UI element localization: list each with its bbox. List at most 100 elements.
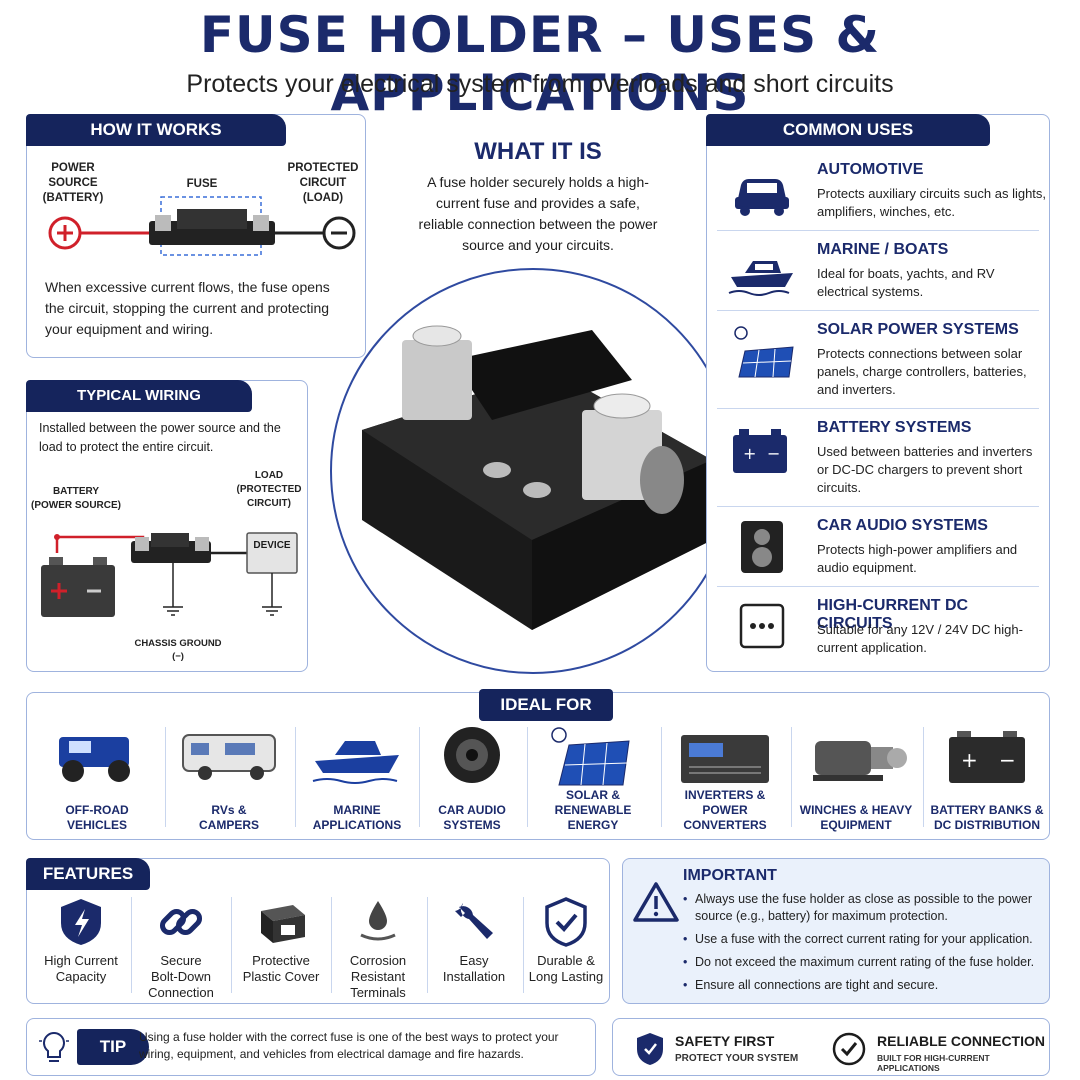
boat-icon (728, 261, 793, 296)
common-uses-tab: COMMON USES (706, 114, 990, 146)
svg-text:−: − (767, 444, 780, 463)
feature-item: High Current Capacity (35, 895, 127, 1005)
lightbulb-icon (39, 1031, 69, 1062)
ideal-item: WINCHES & HEAVY EQUIPMENT (793, 723, 919, 833)
device-label: DEVICE (253, 540, 291, 551)
wiring-example-text: Installed between the power source and t… (39, 421, 281, 454)
chain-link-icon (159, 908, 203, 936)
list-item: + − BATTERY SYSTEMS Used between batteri… (717, 411, 1039, 507)
chassis-ground-label: CHASSIS GROUND (−) (134, 638, 222, 662)
how-it-works-panel: HOW IT WORKS POWER SOURCE (BATTERY) FUSE… (26, 114, 366, 358)
ideal-label: RVs & CAMPERS (198, 803, 259, 832)
ideal-label: WINCHES & HEAVY EQUIPMENT (799, 803, 913, 832)
use-description: Protects high-power amplifiers and audio… (817, 542, 1018, 575)
ideal-item: + − BATTERY BANKS & DC DISTRIBUTION (925, 723, 1049, 833)
feature-label: Secure Bolt-Down Connection (148, 953, 214, 1000)
use-title: BATTERY SYSTEMS (817, 419, 972, 436)
important-item: Do not exceed the maximum current rating… (683, 954, 1063, 971)
ideal-item: INVERTERS & POWER CONVERTERS (663, 723, 787, 833)
wiring-diagram (41, 532, 298, 617)
feature-item: Protective Plastic Cover (235, 895, 327, 1005)
common-uses-panel: COMMON USES AUTOMOTIVE Protects auxiliar… (706, 114, 1050, 672)
what-it-is-text: A fuse holder securely holds a high-curr… (418, 174, 658, 253)
divider (427, 897, 428, 993)
safety-first-title: SAFETY FIRST (675, 1033, 775, 1049)
features-panel: FEATURES High Current Capacity Secure Bo… (26, 858, 610, 1004)
ideal-label: OFF-ROAD VEHICLES (65, 803, 129, 832)
feature-label: Protective Plastic Cover (242, 953, 320, 984)
divider (791, 727, 792, 827)
wrench-icon (455, 903, 493, 939)
feature-item: Durable & Long Lasting (521, 895, 611, 1005)
ideal-label: SOLAR & RENEWABLE ENERGY (554, 788, 632, 832)
wiring-example-tab: TYPICAL WIRING EXAMPLE (26, 380, 252, 436)
svg-text:+: + (743, 444, 756, 463)
ideal-label: BATTERY BANKS & DC DISTRIBUTION (930, 803, 1044, 832)
footer-badges-panel: SAFETY FIRST PROTECT YOUR SYSTEM RELIABL… (612, 1018, 1050, 1076)
ideal-item: CAR AUDIO SYSTEMS (423, 723, 521, 833)
divider (419, 727, 420, 827)
divider (165, 727, 166, 827)
divider (527, 727, 528, 827)
divider (661, 727, 662, 827)
how-it-works-tab: HOW IT WORKS (26, 114, 286, 146)
how-it-works-text: When excessive current flows, the fuse o… (45, 279, 330, 337)
lightning-shield-icon (61, 899, 101, 945)
important-heading: IMPORTANT (683, 867, 777, 884)
list-item: CAR AUDIO SYSTEMS Protects high-power am… (717, 509, 1039, 587)
important-item: Always use the fuse holder as close as p… (683, 891, 1063, 925)
warning-icon (633, 882, 679, 922)
ideal-label: INVERTERS & POWER CONVERTERS (683, 788, 767, 832)
list-item: HIGH-CURRENT DC CIRCUITS Suitable for an… (717, 589, 1039, 667)
divider (231, 897, 232, 993)
use-description: Ideal for boats, yachts, and RV electric… (817, 266, 995, 299)
jeep-icon (59, 737, 130, 782)
divider (131, 897, 132, 993)
inverter-icon (681, 735, 769, 783)
feature-item: Corrosion Resistant Terminals (333, 895, 423, 1005)
divider (295, 727, 296, 827)
ideal-item: MARINE APPLICATIONS (299, 723, 415, 833)
important-panel: IMPORTANT Always use the fuse holder as … (622, 858, 1050, 1004)
tip-text: Using a fuse holder with the correct fus… (139, 1030, 559, 1061)
fuse-label: FUSE (186, 178, 218, 190)
svg-text:−: − (999, 748, 1016, 772)
use-description: Used between batteries and inverters or … (817, 444, 1033, 495)
speaker-icon (741, 521, 783, 573)
divider (523, 897, 524, 993)
use-description: Suitable for any 12V / 24V DC high-curre… (817, 622, 1023, 655)
boat-icon (312, 741, 399, 784)
solar-panel-icon (734, 326, 794, 378)
important-list: Always use the fuse holder as close as p… (683, 891, 1063, 1000)
battery-icon: + − (733, 429, 787, 473)
ideal-item: SOLAR & RENEWABLE ENERGY (529, 723, 657, 833)
what-it-is-heading: WHAT IT IS (474, 138, 602, 165)
reliable-connection-title: RELIABLE CONNECTION (877, 1033, 1045, 1049)
battery-label: BATTERY (POWER SOURCE) (31, 486, 121, 511)
wiring-example-panel: TYPICAL WIRING EXAMPLE Installed between… (26, 380, 308, 672)
solar-panel-icon (551, 727, 630, 786)
power-source-label: POWER SOURCE (BATTERY) (42, 162, 104, 204)
feature-label: High Current Capacity (44, 953, 118, 984)
rv-icon (182, 734, 276, 780)
winch-icon (813, 741, 907, 781)
safety-first-subtitle: PROTECT YOUR SYSTEM (675, 1053, 799, 1064)
tip-panel: TIP Using a fuse holder with the correct… (26, 1018, 596, 1076)
protected-circuit-label: PROTECTED CIRCUIT (LOAD) (287, 162, 359, 204)
svg-text:+: + (961, 748, 978, 772)
reliable-connection-subtitle: BUILT FOR HIGH-CURRENT APPLICATIONS (877, 1053, 990, 1073)
feature-label: Easy Installation (442, 953, 506, 984)
speaker-icon (444, 727, 500, 783)
page-title: FUSE HOLDER – USES & APPLICATIONS (199, 6, 881, 122)
use-description: Protects auxiliary circuits such as ligh… (817, 186, 1047, 219)
divider (331, 897, 332, 993)
fuse-holder-image (330, 268, 736, 674)
ideal-label: CAR AUDIO SYSTEMS (438, 803, 506, 832)
ideal-item: RVs & CAMPERS (169, 723, 289, 833)
use-title: MARINE / BOATS (817, 241, 949, 258)
shield-icon (637, 1033, 663, 1065)
ideal-label: MARINE APPLICATIONS (312, 803, 402, 832)
ideal-for-tab: IDEAL FOR (479, 689, 613, 721)
battery-icon: + − (949, 731, 1025, 783)
check-shield-icon (545, 897, 587, 947)
